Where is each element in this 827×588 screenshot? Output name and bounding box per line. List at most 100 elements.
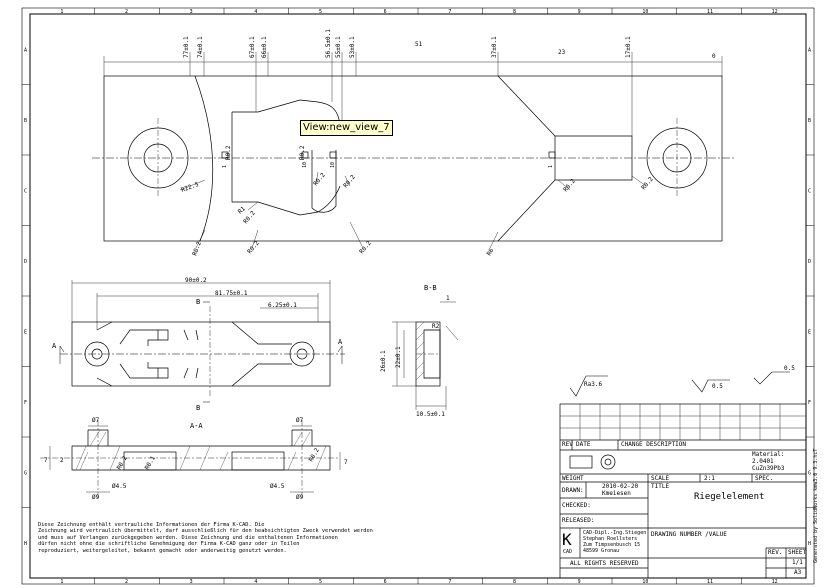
row-marker-left: G <box>24 470 27 476</box>
small-dimension: 1 <box>222 165 228 168</box>
aa-r01: R0.1 <box>144 455 157 471</box>
row-marker-right: E <box>808 329 811 335</box>
column-marker-bottom: 5 <box>319 579 322 585</box>
section-bb-height: 26±0.1 <box>380 350 387 372</box>
tb-change-header: CHANGE DESCRIPTION <box>621 441 687 448</box>
slot-upper-pocket <box>232 99 343 131</box>
column-marker-top: 6 <box>384 9 387 15</box>
overall-dim: 51 <box>415 41 423 48</box>
column-marker-bottom: 3 <box>190 579 193 585</box>
tb-spec: SPEC. <box>755 475 774 482</box>
tb-checked: CHECKED: <box>562 502 591 509</box>
tb-logo-text: CAD <box>563 549 573 555</box>
tb-company-2: Stephan Roellsters <box>583 536 638 542</box>
column-marker-bottom: 1 <box>60 579 63 585</box>
front-offset-dim: 6.25±0.1 <box>268 302 297 309</box>
column-marker-bottom: 10 <box>642 579 648 585</box>
tb-company-4: 48599 Gronau <box>583 548 620 554</box>
section-a-right: A <box>338 338 343 346</box>
radius-callout: R0.2 <box>640 175 655 191</box>
tolerance-2: 0.5 <box>784 365 795 372</box>
note-line: dürfen nicht ohne die schriftliche Geneh… <box>38 541 300 548</box>
row-marker-right: H <box>808 541 811 547</box>
aa-d9-left: Ø9 <box>92 494 100 501</box>
radius-callout: R0.2 <box>342 173 357 189</box>
row-marker-left: E <box>24 329 27 335</box>
view-name-tag[interactable]: View:new_view_7 <box>300 120 393 136</box>
top-dimension: 55±0.1 <box>335 36 342 58</box>
tb-material-no: 2.0401 <box>752 458 774 465</box>
column-marker-top: 9 <box>578 9 581 15</box>
slot-lower-pocket <box>231 112 341 216</box>
tb-drawn-date: 2010-02-20 <box>602 483 639 490</box>
tb-weight: WEIGHT <box>562 475 584 482</box>
row-marker-left: B <box>24 118 27 124</box>
tb-material-name: CuZn39Pb3 <box>752 465 785 472</box>
column-marker-bottom: 7 <box>448 579 451 585</box>
section-bb-hatch <box>415 321 425 381</box>
section-bb-thick: 10.5±0.1 <box>416 411 445 418</box>
column-marker-top: 11 <box>707 9 713 15</box>
column-marker-top: 12 <box>772 9 778 15</box>
tb-drawing-number: DRAWING NUMBER /VALUE <box>651 531 727 538</box>
row-marker-right: D <box>808 259 811 265</box>
row-marker-left: D <box>24 259 27 265</box>
section-bb-step: 1 <box>446 295 450 302</box>
note-line: Diese Zeichnung enthält vertrauliche Inf… <box>38 522 265 528</box>
front-width-dim: 90±0.2 <box>185 277 207 284</box>
column-marker-top: 2 <box>125 9 128 15</box>
row-marker-right: A <box>808 47 811 53</box>
section-aa-hatch <box>75 429 327 471</box>
section-bb-inner: 22±0.1 <box>395 346 402 368</box>
note-line: reproduziert, weitergeleitet, bekannt ge… <box>38 547 287 554</box>
section-bb-title: B-B <box>424 284 437 292</box>
row-marker-left: A <box>24 47 27 53</box>
column-marker-top: 1 <box>60 9 63 15</box>
radius-callout: R1 <box>237 205 247 215</box>
tb-company-1: CAD-Dipl.-Ing.Stiegen <box>583 530 647 536</box>
top-view-outline <box>103 75 723 242</box>
right-slot <box>554 135 633 181</box>
radius-callout: R0.2 <box>358 239 373 255</box>
tb-rev-header: REV <box>562 441 573 448</box>
radius-callout: R22.5 <box>180 181 200 194</box>
aa-d45-right: Ø4.5 <box>270 483 285 490</box>
tb-sheet-value: 1/1 <box>792 559 803 566</box>
column-marker-top: 5 <box>319 9 322 15</box>
surface-roughness: Ra3.6 <box>584 381 602 388</box>
aa-r02: R0.2 <box>116 455 129 471</box>
front-inner-dim: 81.75±0.1 <box>215 290 248 297</box>
title-block <box>559 403 807 579</box>
top-dimension: 66±0.1 <box>261 36 268 58</box>
tb-sheet: SHEET <box>788 549 807 556</box>
column-marker-bottom: 12 <box>772 579 778 585</box>
column-marker-bottom: 2 <box>125 579 128 585</box>
small-dimension: 10 <box>302 162 308 168</box>
column-marker-bottom: 4 <box>254 579 257 585</box>
top-dimension: 67±0.1 <box>249 36 256 58</box>
front-left-hole <box>84 341 110 367</box>
surface-symbol <box>569 371 790 397</box>
tb-drawn: DRAWN: <box>562 487 584 494</box>
top-dimension: 74±0.1 <box>197 36 204 58</box>
tb-scale-value: 2:1 <box>704 475 715 482</box>
confidentiality-note: Diese Zeichnung enthält vertrauliche Inf… <box>38 522 388 554</box>
tb-title-label: TITLE <box>651 483 670 490</box>
section-bb <box>392 301 459 410</box>
section-b-bottom: B <box>196 404 200 412</box>
row-marker-left: H <box>24 541 27 547</box>
aa-d7-right: Ø7 <box>296 417 304 424</box>
aa-h7: 7 <box>44 457 48 464</box>
radius-callout: R0.2 <box>312 171 327 187</box>
tb-rev: REV. <box>768 549 783 556</box>
small-dimension: 10 <box>330 162 336 168</box>
side-strip: Generated by SolidWorks kmw3.0 9.3.hcT <box>810 432 822 572</box>
column-marker-top: 3 <box>190 9 193 15</box>
slot-curve-left <box>194 75 214 242</box>
top-view <box>92 52 735 249</box>
aa-h2: 2 <box>60 457 64 464</box>
